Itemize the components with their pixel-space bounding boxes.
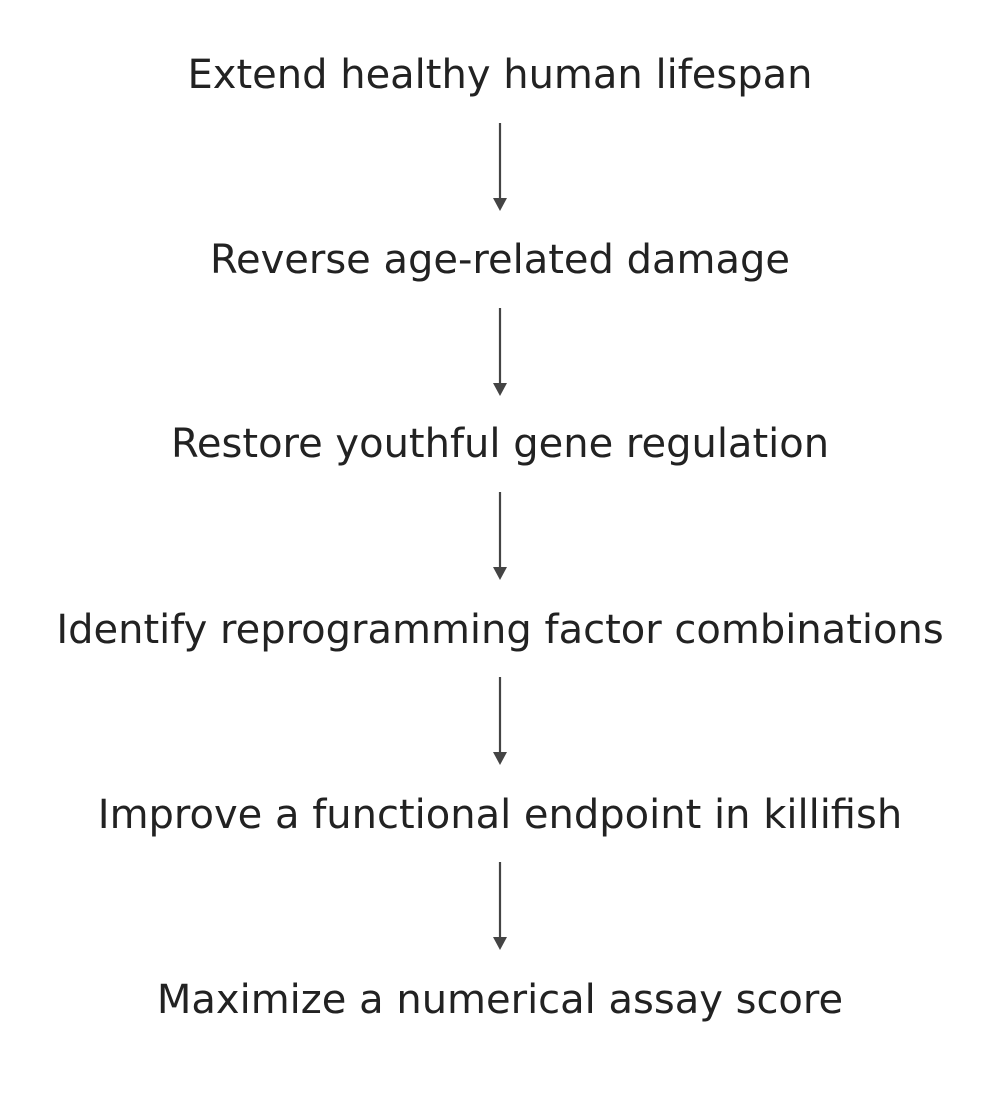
step-reverse-damage: Reverse age-related damage <box>209 237 791 283</box>
arrow-4 <box>493 677 507 765</box>
step-maximize-assay-score: Maximize a numerical assay score <box>156 977 844 1023</box>
arrow-3 <box>493 492 507 580</box>
arrow-1 <box>493 123 507 211</box>
arrow-2 <box>493 308 507 396</box>
step-restore-gene-regulation: Restore youthful gene regulation <box>170 421 830 467</box>
step-identify-factors: Identify reprogramming factor combinatio… <box>56 607 944 653</box>
arrow-5 <box>493 862 507 950</box>
step-improve-killifish-endpoint: Improve a functional endpoint in killifi… <box>97 792 903 838</box>
step-extend-lifespan: Extend healthy human lifespan <box>187 52 813 98</box>
